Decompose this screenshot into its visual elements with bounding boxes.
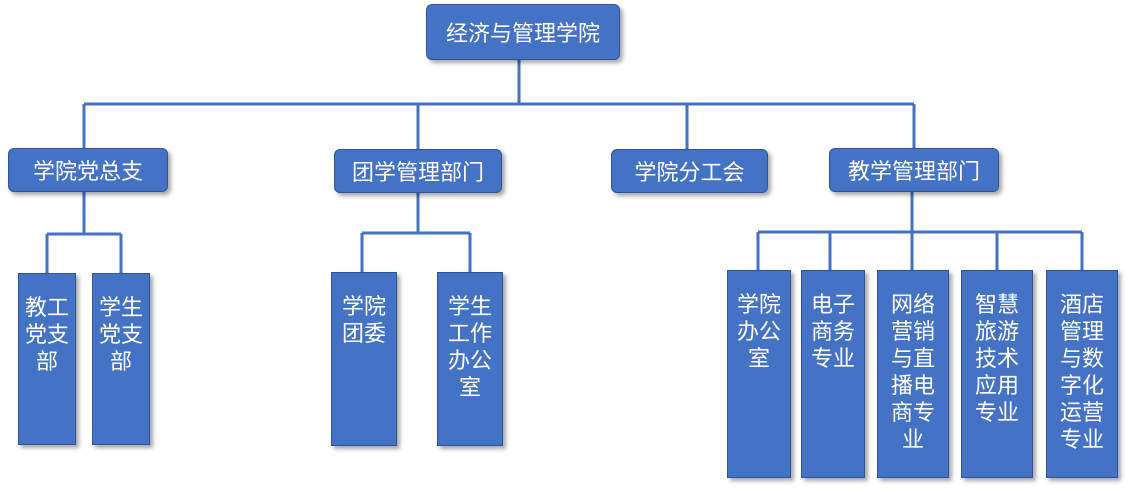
dept-node-teaching: 教学管理部门	[829, 148, 999, 192]
dept-label: 教学管理部门	[847, 160, 980, 185]
leaf-node: 网络营销与直播电商专业	[877, 270, 949, 478]
dept-label: 学院分工会	[634, 161, 745, 186]
dept-label: 学院党总支	[32, 160, 143, 185]
leaf-node: 电子商务专业	[801, 270, 865, 478]
leaf-node: 学生工作办公室	[437, 272, 503, 446]
leaf-node: 教工党支部	[18, 273, 76, 445]
dept-label: 团学管理部门	[351, 161, 484, 186]
leaf-node: 学院办公室	[727, 270, 791, 478]
dept-node-party: 学院党总支	[8, 148, 168, 192]
root-node: 经济与管理学院	[426, 4, 620, 60]
leaf-node: 学院团委	[331, 272, 397, 446]
leaf-node: 学生党支部	[92, 273, 150, 445]
dept-node-youth: 团学管理部门	[334, 149, 502, 193]
leaf-node: 智慧旅游技术应用专业	[961, 270, 1033, 478]
root-label: 经济与管理学院	[445, 22, 600, 47]
dept-node-union: 学院分工会	[611, 149, 768, 193]
leaf-node: 酒店管理与数字化运营专业	[1046, 270, 1118, 478]
